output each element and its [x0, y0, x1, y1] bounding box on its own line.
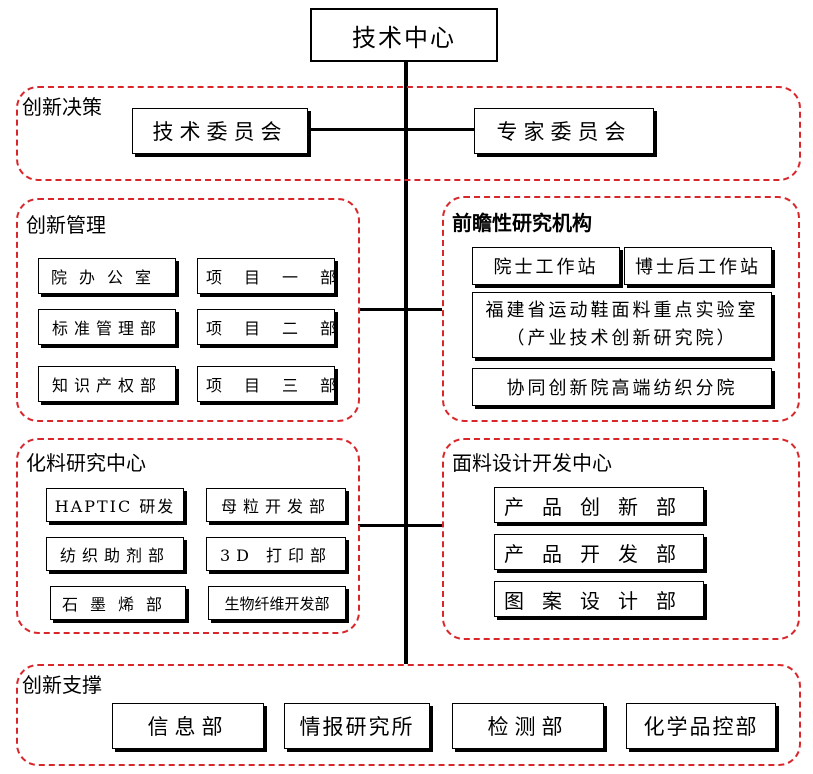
mgmt-item-office: 院办公室 [38, 258, 176, 294]
center-title: 技术中心 [352, 23, 456, 52]
chem-item-biofiber: 生物纤维开发部 [208, 586, 346, 620]
chem-item-3d-print: 3D 打印部 [206, 537, 346, 571]
management-connector [358, 308, 442, 311]
support-item-intel: 情报研究所 [284, 703, 430, 749]
chemical-label: 化料研究中心 [26, 451, 146, 475]
chemical-group [16, 438, 360, 634]
management-label: 创新管理 [26, 213, 106, 237]
fabric-group [442, 438, 800, 640]
fabric-item-development: 产品开发部 [494, 534, 704, 570]
support-item-testing: 检测部 [452, 703, 604, 749]
support-item-info: 信息部 [112, 703, 264, 749]
fabric-item-pattern: 图案设计部 [494, 581, 704, 617]
decision-group [16, 86, 801, 181]
chemical-connector [358, 524, 442, 527]
mgmt-item-ip: 知识产权部 [38, 366, 176, 402]
mgmt-item-project-2: 项目二部 [197, 309, 336, 345]
mgmt-item-project-3: 项目三部 [197, 366, 336, 402]
decision-label: 创新决策 [22, 95, 102, 119]
center-title-box: 技术中心 [310, 8, 498, 62]
main-trunk-line [404, 62, 408, 664]
support-item-chem-control: 化学品控部 [626, 703, 776, 749]
management-group [16, 198, 360, 422]
forward-postdoc-station: 博士后工作站 [624, 247, 772, 285]
forward-group [442, 196, 800, 422]
forward-label: 前瞻性研究机构 [452, 211, 592, 235]
fabric-label: 面料设计开发中心 [452, 451, 612, 475]
chem-item-haptic: HAPTIC 研发 [46, 488, 184, 522]
decision-connector [308, 128, 474, 131]
fabric-item-innovation: 产品创新部 [494, 487, 704, 523]
chem-item-masterbatch: 母粒开发部 [206, 488, 346, 522]
expert-committee-box: 专家委员会 [474, 108, 654, 154]
forward-academician-station: 院士工作站 [472, 247, 620, 285]
forward-key-lab: 福建省运动鞋面料重点实验室 （产业技术创新研究院） [472, 292, 772, 358]
forward-collab-institute: 协同创新院高端纺织分院 [472, 368, 772, 406]
support-group [16, 664, 801, 766]
mgmt-item-standards: 标准管理部 [38, 309, 176, 345]
mgmt-item-project-1: 项目一部 [197, 258, 336, 294]
chem-item-graphene: 石墨烯部 [50, 586, 186, 620]
chem-item-auxiliary: 纺织助剂部 [46, 537, 184, 571]
tech-committee-box: 技术委员会 [132, 108, 308, 154]
support-label: 创新支撑 [22, 673, 102, 697]
